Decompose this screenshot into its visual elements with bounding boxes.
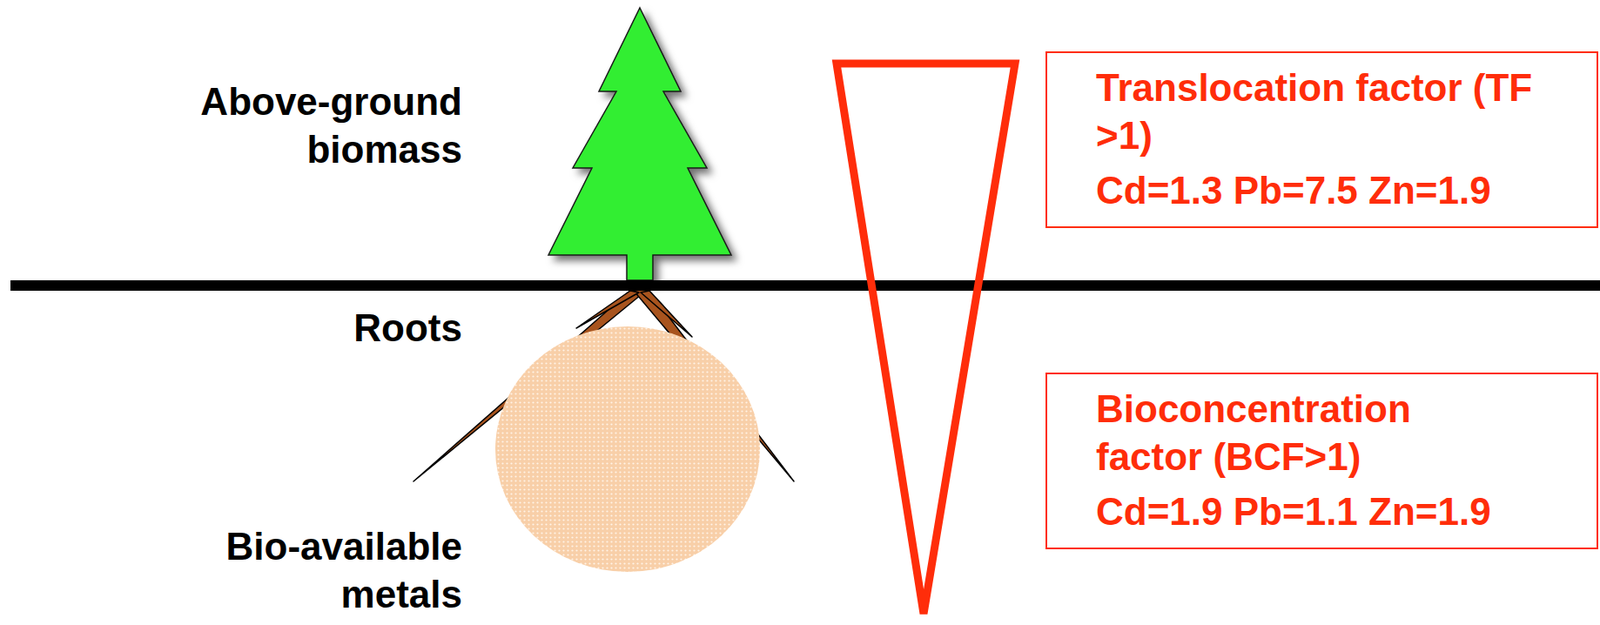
factor-heading: Bioconcentration factor (BCF>1) bbox=[1095, 384, 1488, 481]
ground-line bbox=[10, 280, 1600, 291]
factor-values: Cd=1.3 Pb=7.5 Zn=1.9 bbox=[1095, 166, 1580, 215]
gradient-triangle bbox=[836, 63, 1016, 614]
factor-heading: Translocation factor (TF >1) bbox=[1095, 63, 1580, 160]
factor-values: Cd=1.9 Pb=1.1 Zn=1.9 bbox=[1095, 487, 1580, 536]
factor-box: Bioconcentration factor (BCF>1) Cd=1.9 Pb… bbox=[1045, 372, 1599, 550]
level-label: Above-ground biomass bbox=[96, 77, 463, 174]
tree bbox=[548, 7, 732, 281]
soil-zone bbox=[495, 326, 760, 572]
factor-box: Translocation factor (TF >1) Cd=1.3 Pb=7.… bbox=[1045, 51, 1599, 229]
level-label: Bio-available metals bbox=[96, 522, 463, 619]
level-label: Roots bbox=[96, 303, 463, 352]
